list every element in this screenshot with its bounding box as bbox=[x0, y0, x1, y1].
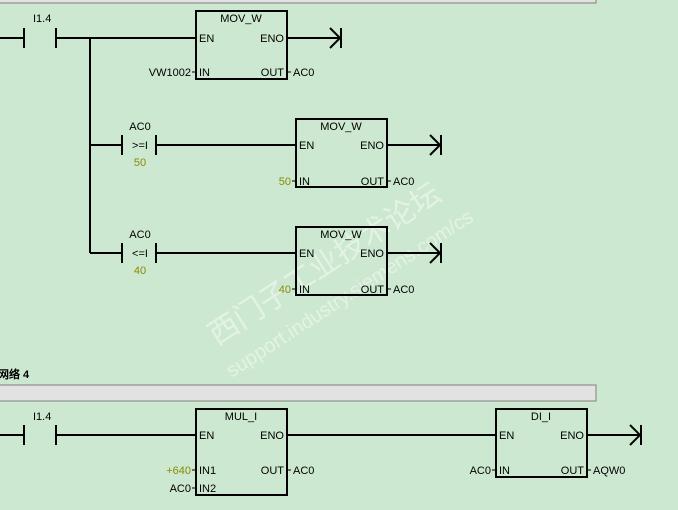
operand-in[interactable]: 50 bbox=[279, 176, 291, 188]
pin-in: IN bbox=[299, 176, 310, 188]
pin-out: OUT bbox=[261, 465, 285, 477]
box-title: MOV_W bbox=[220, 13, 262, 25]
pin-in1: IN1 bbox=[199, 465, 216, 477]
box-title: MUL_I bbox=[225, 411, 257, 423]
compare-operator: >=I bbox=[132, 140, 148, 152]
compare-operand2: 40 bbox=[134, 265, 146, 277]
operand-out[interactable]: AC0 bbox=[293, 67, 314, 79]
rung-compare-le: AC0 <=I 40 MOV_W EN ENO IN OUT 40 AC0 bbox=[90, 226, 442, 296]
pin-eno: ENO bbox=[260, 33, 284, 45]
pin-in: IN bbox=[499, 465, 510, 477]
watermark: 西门子工业技术论坛 support.industry.siemens.com/c… bbox=[203, 177, 478, 382]
box-title: MOV_W bbox=[320, 229, 362, 241]
pin-out: OUT bbox=[261, 67, 285, 79]
pin-eno: ENO bbox=[260, 430, 284, 442]
pin-out: OUT bbox=[361, 284, 385, 296]
compare-operand2: 50 bbox=[134, 157, 146, 169]
contact-i1-4[interactable] bbox=[23, 425, 57, 445]
rung-mov-vw1002: I1.4 MOV_W EN ENO IN OUT VW1002 AC0 bbox=[0, 10, 342, 80]
pin-eno: ENO bbox=[560, 430, 584, 442]
mov-w-box[interactable] bbox=[295, 118, 388, 188]
pin-en: EN bbox=[199, 430, 214, 442]
network-4-title[interactable]: 网络 4 bbox=[0, 367, 30, 381]
pin-en: EN bbox=[299, 248, 314, 260]
operand-out[interactable]: AC0 bbox=[393, 176, 414, 188]
pin-eno: ENO bbox=[360, 140, 384, 152]
operand-in1[interactable]: +640 bbox=[166, 465, 191, 477]
operand-in[interactable]: AC0 bbox=[470, 465, 491, 477]
compare-operand1: AC0 bbox=[129, 121, 150, 133]
pin-en: EN bbox=[199, 33, 214, 45]
rung-compare-ge: AC0 >=I 50 MOV_W EN ENO IN OUT 50 AC0 bbox=[90, 118, 442, 188]
compare-operator: <=I bbox=[132, 248, 148, 260]
contact-address-label: I1.4 bbox=[33, 411, 51, 423]
mov-w-box[interactable] bbox=[195, 10, 288, 80]
pin-out: OUT bbox=[561, 465, 585, 477]
pin-out: OUT bbox=[361, 176, 385, 188]
pin-en: EN bbox=[499, 430, 514, 442]
pin-in: IN bbox=[199, 67, 210, 79]
operand-out[interactable]: AC0 bbox=[393, 284, 414, 296]
pin-eno: ENO bbox=[360, 248, 384, 260]
operand-out[interactable]: AC0 bbox=[293, 465, 314, 477]
pin-in: IN bbox=[299, 284, 310, 296]
operand-in[interactable]: VW1002 bbox=[149, 67, 191, 79]
operand-in2[interactable]: AC0 bbox=[170, 483, 191, 495]
di-i-box[interactable] bbox=[495, 408, 588, 478]
rung-network-4: I1.4 MUL_I EN ENO IN1 IN2 OUT +640 AC0 A… bbox=[0, 408, 642, 496]
contact-address-label: I1.4 bbox=[33, 13, 51, 25]
network-3-comment-bar[interactable] bbox=[0, 0, 597, 4]
operand-out[interactable]: AQW0 bbox=[593, 465, 625, 477]
box-title: MOV_W bbox=[320, 121, 362, 133]
compare-operand1: AC0 bbox=[129, 229, 150, 241]
mul-i-box[interactable] bbox=[195, 408, 288, 496]
contact-i1-4[interactable] bbox=[23, 28, 57, 48]
network-4-comment-bar[interactable] bbox=[0, 384, 597, 402]
operand-in[interactable]: 40 bbox=[279, 284, 291, 296]
pin-en: EN bbox=[299, 140, 314, 152]
pin-in2: IN2 bbox=[199, 483, 216, 495]
box-title: DI_I bbox=[531, 411, 551, 423]
mov-w-box[interactable] bbox=[295, 226, 388, 296]
